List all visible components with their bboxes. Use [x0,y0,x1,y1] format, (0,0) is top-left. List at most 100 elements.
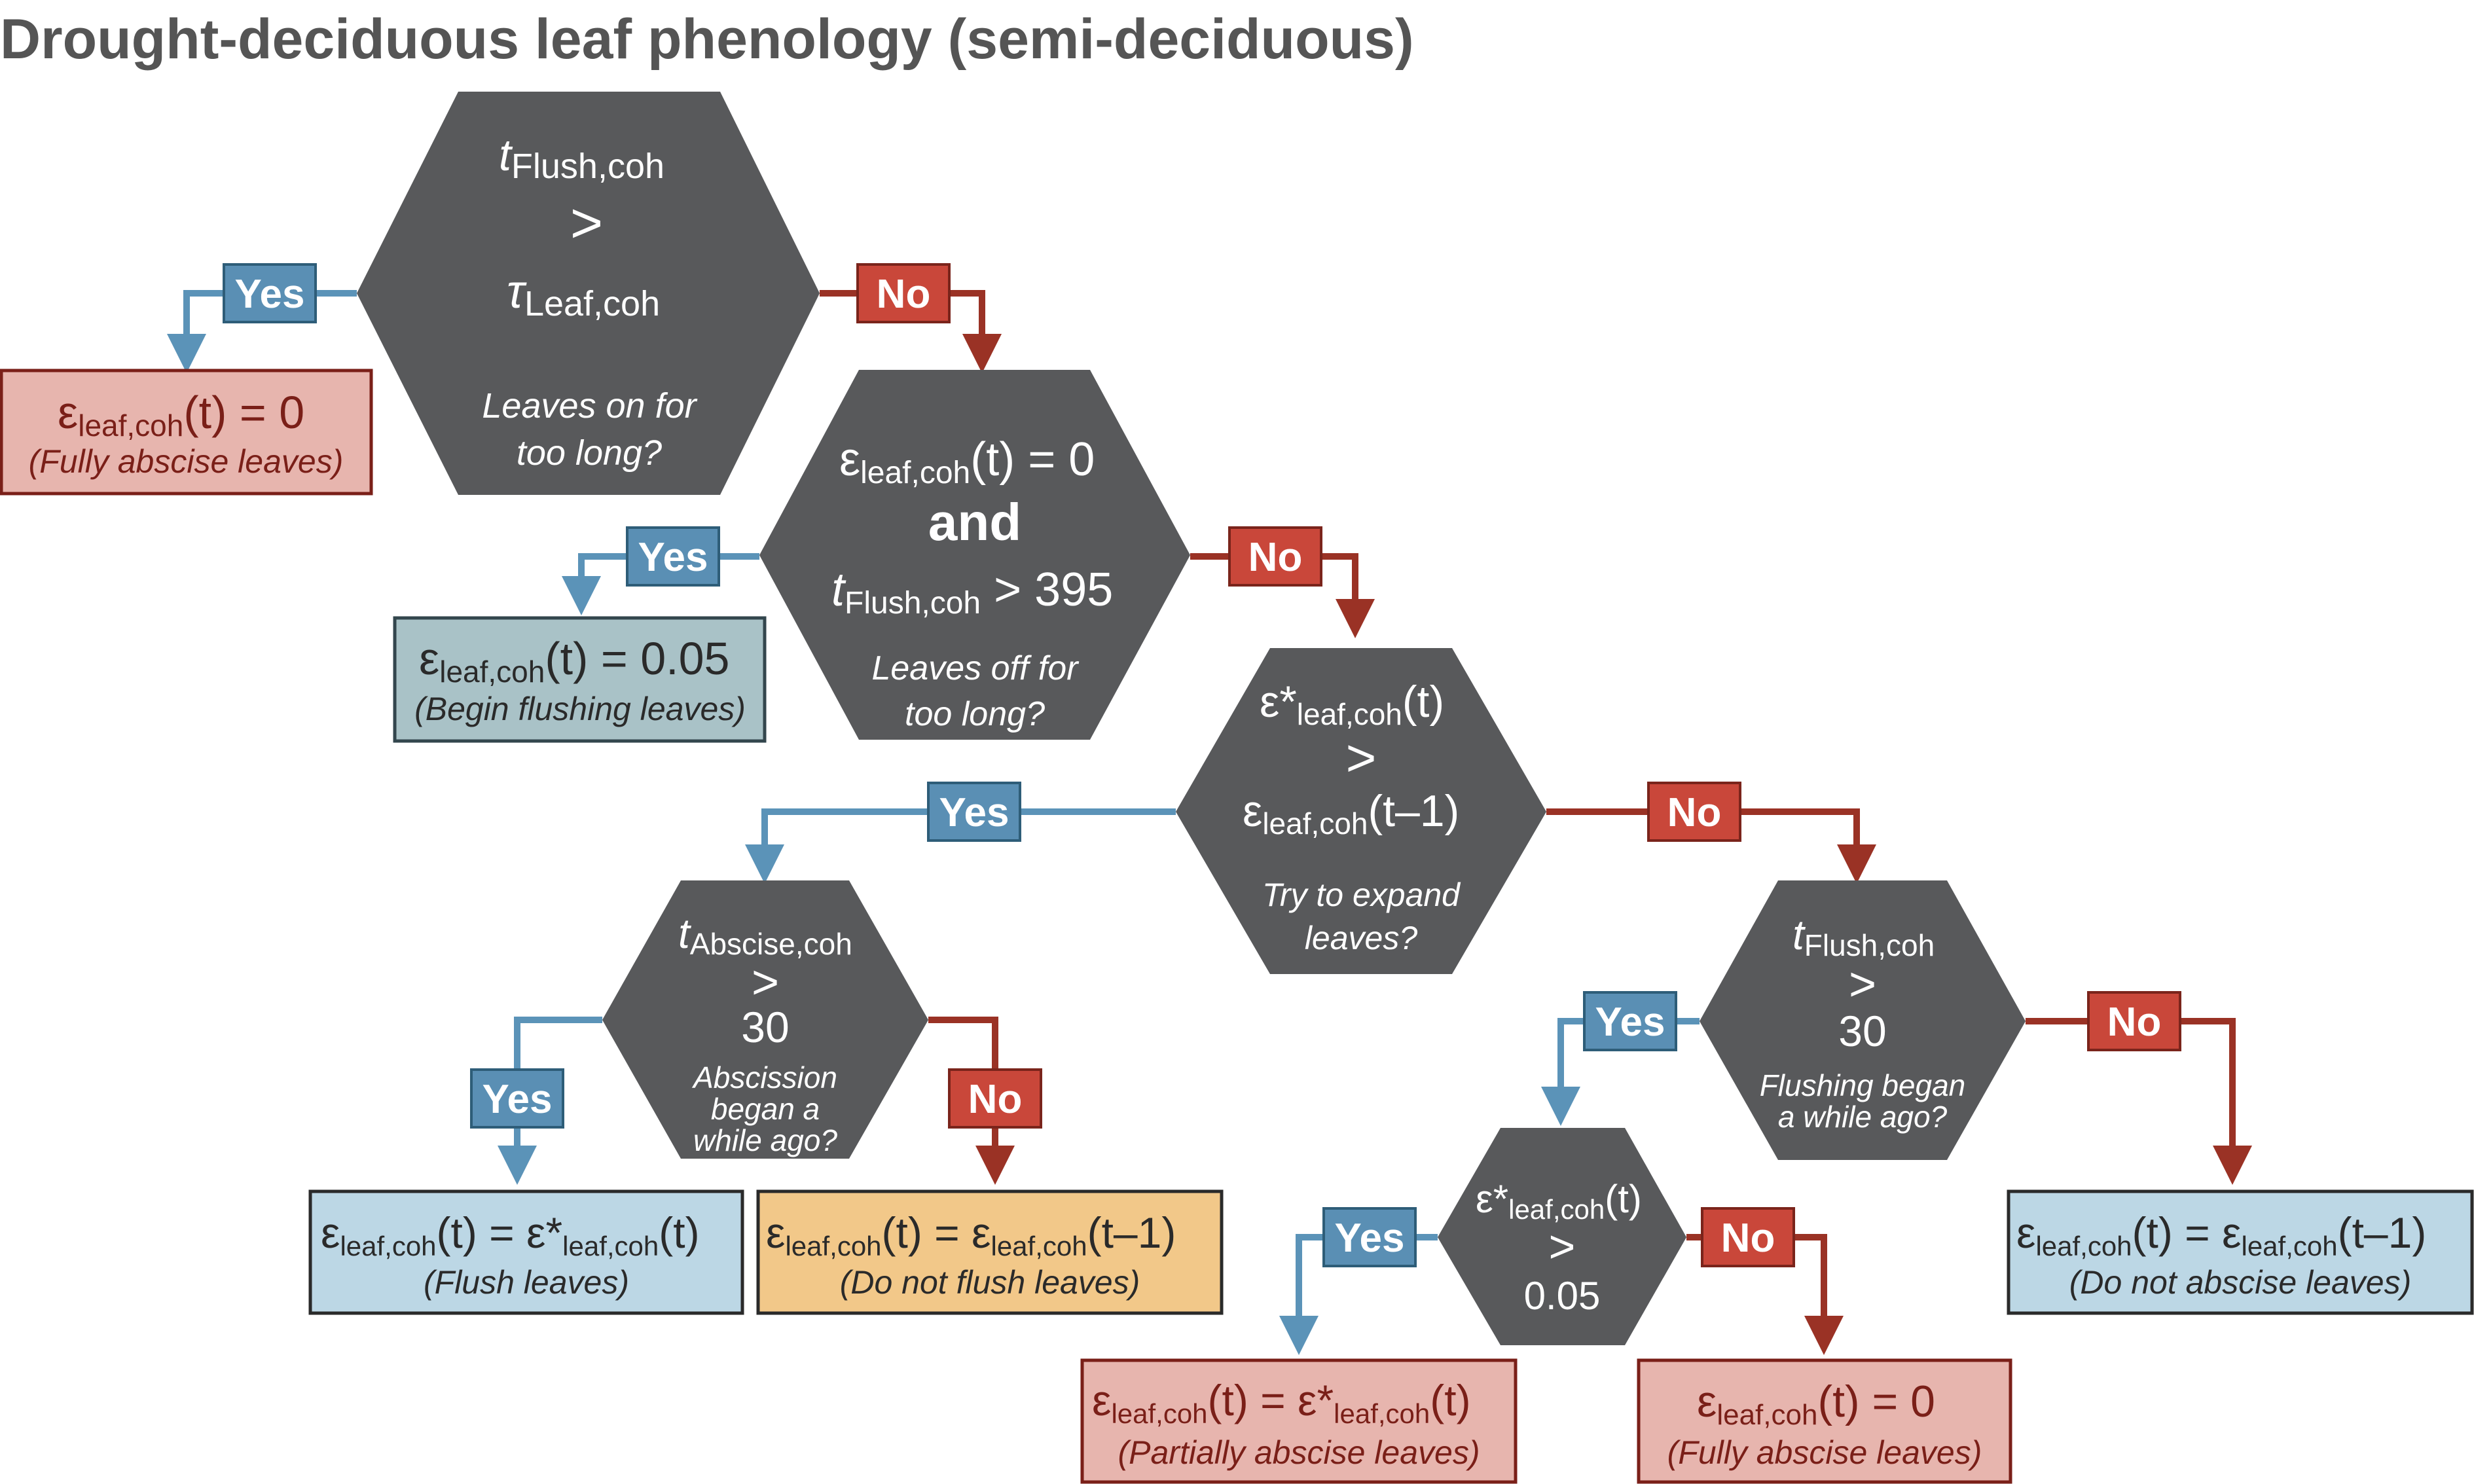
q1-no-label: No [856,263,951,323]
q4-yes-label: Yes [470,1068,564,1129]
question-1-hexagon [357,92,820,495]
q4-val: 30 [741,1003,789,1051]
q3-eps: ε [1243,786,1262,836]
question-1: tFlush,coh > τLeaf,coh Leaves on for too… [357,92,820,495]
outcome-desc: (Begin flushing leaves) [414,691,746,727]
q5-gt: > [1849,958,1876,1011]
svg-text:ε*leaf,coh(t): ε*leaf,coh(t) [1260,677,1444,731]
svg-text:No: No [1248,535,1303,580]
q6-val: 0.05 [1524,1274,1601,1318]
q6-no-label: No [1701,1207,1795,1267]
svg-text:εleaf,coh(t) = 0: εleaf,coh(t) = 0 [58,387,304,443]
svg-text:εleaf,coh(t) = εleaf,coh(t–1): εleaf,coh(t) = εleaf,coh(t–1) [766,1208,1176,1261]
q5-t: t [1792,911,1806,958]
svg-text:No: No [2107,1000,2162,1045]
q2-and: and [928,493,1021,551]
svg-text:Yes: Yes [482,1077,553,1122]
q4-t: t [678,910,691,957]
svg-text:No: No [877,272,931,317]
q5-t-sub: Flush,coh [1804,928,1935,962]
outcome-box [393,616,767,743]
svg-text:εleaf,coh(t) = ε*leaf,coh(t): εleaf,coh(t) = ε*leaf,coh(t) [1092,1376,1471,1429]
outcome-fully-abscise-1: εleaf,coh(t) = 0 (Fully abscise leaves) [0,369,373,496]
outcome-desc: (Fully abscise leaves) [1667,1434,1982,1471]
svg-text:tAbscise,coh: tAbscise,coh [678,910,852,961]
q3-t-arg: (t) [1402,677,1444,727]
outcome-box [1080,1358,1518,1484]
q1-tau-sub: Leaf,coh [524,284,660,323]
branch-labels: Yes No Yes No Yes No Yes No Yes No Yes N… [223,263,2181,1267]
q4-t-sub: Abscise,coh [690,927,852,961]
q3-desc-1: Try to expand [1262,877,1461,913]
q5-desc-2: a while ago? [1778,1100,1948,1134]
svg-text:No: No [968,1077,1023,1122]
q4-gt: > [752,956,779,1009]
svg-text:Yes: Yes [1595,1000,1665,1045]
q1-gt: > [570,192,603,255]
q3-yes-line [745,808,1176,884]
outcome-fully-abscise-2: εleaf,coh(t) = 0 (Fully abscise leaves) [1637,1358,2012,1484]
q5-desc-1: Flushing began [1760,1068,1966,1102]
outcome-do-not-abscise: εleaf,coh(t) = εleaf,coh(t–1) (Do not ab… [2007,1189,2474,1315]
svg-text:tFlush,coh: tFlush,coh [1792,911,1935,962]
q1-desc-2: too long? [517,433,662,473]
q5-val: 30 [1838,1007,1886,1055]
question-4: tAbscise,coh > 30 Abscission began a whi… [602,880,928,1159]
svg-text:Yes: Yes [939,790,1010,835]
q4-desc-1: Abscission [691,1060,837,1095]
q6-eps-sub: leaf,coh [1508,1194,1605,1225]
svg-text:εleaf,coh(t) = ε*leaf,coh(t): εleaf,coh(t) = ε*leaf,coh(t) [321,1208,700,1261]
question-4-hexagon [602,880,928,1159]
svg-text:εleaf,coh(t) = εleaf,coh(t–1): εleaf,coh(t) = εleaf,coh(t–1) [2016,1208,2426,1261]
q6-gt: > [1549,1221,1576,1272]
q3-yes-label: Yes [927,782,1021,842]
q3-gt: > [1346,729,1377,787]
q1-tau: τ [507,266,527,318]
q2-yes-label: Yes [626,526,720,587]
outcome-flush: εleaf,coh(t) = ε*leaf,coh(t) (Flush leav… [308,1189,744,1315]
question-3: ε*leaf,coh(t) > εleaf,coh(t–1) Try to ex… [1176,648,1546,974]
outcome-desc: (Do not abscise leaves) [2069,1264,2411,1301]
outcome-box [756,1189,1224,1315]
svg-text:Yes: Yes [235,272,305,317]
q3-desc-2: leaves? [1305,920,1418,956]
question-3-hexagon [1176,648,1546,974]
outcome-desc: (Do not flush leaves) [840,1264,1140,1301]
outcome-desc: (Fully abscise leaves) [29,443,344,480]
svg-text:tFlush,coh > 395: tFlush,coh > 395 [831,564,1113,621]
q1-t-sub: Flush,coh [511,147,664,186]
outcome-partially-abscise: εleaf,coh(t) = ε*leaf,coh(t) (Partially … [1080,1358,1518,1484]
q5-yes-label: Yes [1583,991,1677,1051]
q3-no-label: No [1647,782,1741,842]
outcome-box [1637,1358,2012,1484]
svg-text:No: No [1667,790,1722,835]
q3-eps-star: ε* [1260,677,1297,727]
question-5: tFlush,coh > 30 Flushing began a while a… [1700,880,2026,1160]
q4-no-label: No [948,1068,1042,1129]
q4-desc-2: began a [711,1092,820,1126]
outcome-begin-flushing: εleaf,coh(t) = 0.05 (Begin flushing leav… [393,616,767,743]
question-6: ε*leaf,coh(t) > 0.05 [1438,1128,1686,1345]
svg-text:εleaf,coh(t) = 0.05: εleaf,coh(t) = 0.05 [419,633,729,689]
q6-t-arg: (t) [1605,1177,1642,1221]
outcome-box [308,1189,744,1315]
outcome-box [0,369,373,496]
svg-text:ε*leaf,coh(t): ε*leaf,coh(t) [1476,1177,1642,1225]
outcome-desc: (Partially abscise leaves) [1118,1434,1480,1471]
question-2-hexagon [759,370,1190,740]
q2-eps: ε [839,433,860,486]
svg-text:τLeaf,coh: τLeaf,coh [507,266,660,323]
svg-text:No: No [1721,1216,1775,1261]
question-6-hexagon [1438,1128,1686,1345]
q2-rest: > 395 [981,564,1113,616]
q2-desc-1: Leaves off for [871,649,1080,687]
q5-no-label: No [2087,991,2181,1051]
outcome-box [2007,1189,2474,1315]
q3-eps-sub-2: leaf,coh [1262,806,1368,841]
q2-t: t [831,564,846,616]
q2-no-label: No [1228,526,1322,587]
q2-eq: (t) = 0 [970,433,1095,486]
q3-eps-sub: leaf,coh [1297,697,1402,731]
diagram-title: Drought-deciduous leaf phenology (semi-d… [0,8,1414,71]
